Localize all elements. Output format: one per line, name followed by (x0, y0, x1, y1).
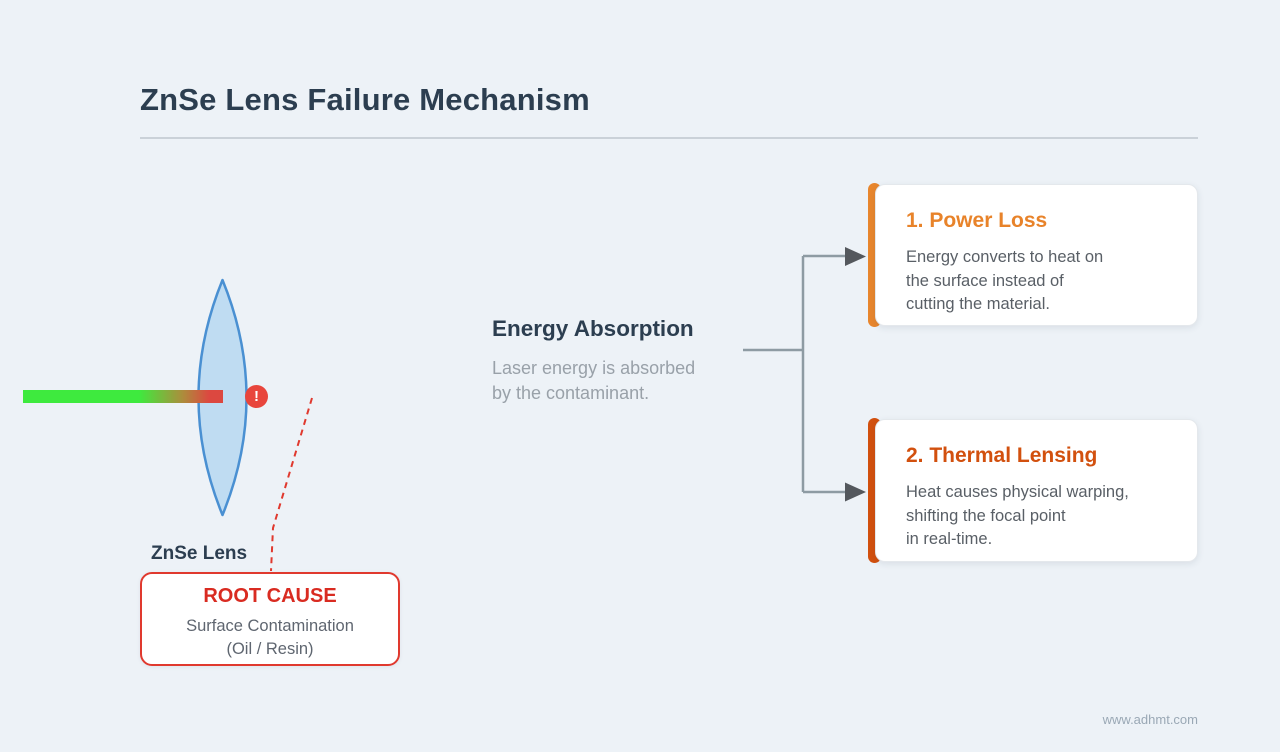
website-url: www.adhmt.com (1102, 712, 1198, 727)
power-loss-title: 1. Power Loss (906, 209, 1048, 232)
laser-beam (23, 390, 223, 403)
energy-absorption-line: by the contaminant. (492, 382, 650, 403)
page-title: ZnSe Lens Failure Mechanism (140, 82, 590, 117)
root-cause-line: (Oil / Resin) (226, 640, 314, 658)
lens-label: ZnSe Lens (151, 543, 248, 564)
title-divider (140, 137, 1198, 139)
power-loss-card: 1. Power Loss Energy converts to heat on… (875, 184, 1198, 326)
thermal-lensing-card: 2. Thermal Lensing Heat causes physical … (875, 419, 1198, 562)
energy-absorption-line: Laser energy is absorbed (492, 358, 696, 378)
root-cause-line: Surface Contamination (186, 617, 354, 635)
thermal-lensing-line: Heat causes physical warping, (906, 483, 1129, 501)
connector-lines (743, 254, 847, 494)
root-cause-title: ROOT CAUSE (203, 585, 337, 607)
arrow-icon (845, 482, 866, 502)
power-loss-line: Energy converts to heat on (906, 248, 1104, 266)
arrow-icon (845, 247, 866, 266)
thermal-lensing-title: 2. Thermal Lensing (906, 444, 1098, 467)
thermal-lensing-line: in real-time. (906, 530, 993, 548)
power-loss-line: cutting the material. (906, 295, 1050, 313)
alert-icon: ! (245, 385, 268, 408)
energy-absorption-title: Energy Absorption (492, 316, 694, 341)
power-loss-line: the surface instead of (906, 271, 1064, 290)
alert-glyph: ! (254, 388, 259, 405)
thermal-lensing-line: shifting the focal point (906, 506, 1066, 525)
root-cause-box: ROOT CAUSE Surface Contamination (Oil / … (140, 572, 400, 666)
energy-absorption-block: Energy Absorption Laser energy is absorb… (492, 316, 752, 405)
lens-shape (197, 278, 248, 517)
root-cause-dashed-line (270, 397, 313, 572)
